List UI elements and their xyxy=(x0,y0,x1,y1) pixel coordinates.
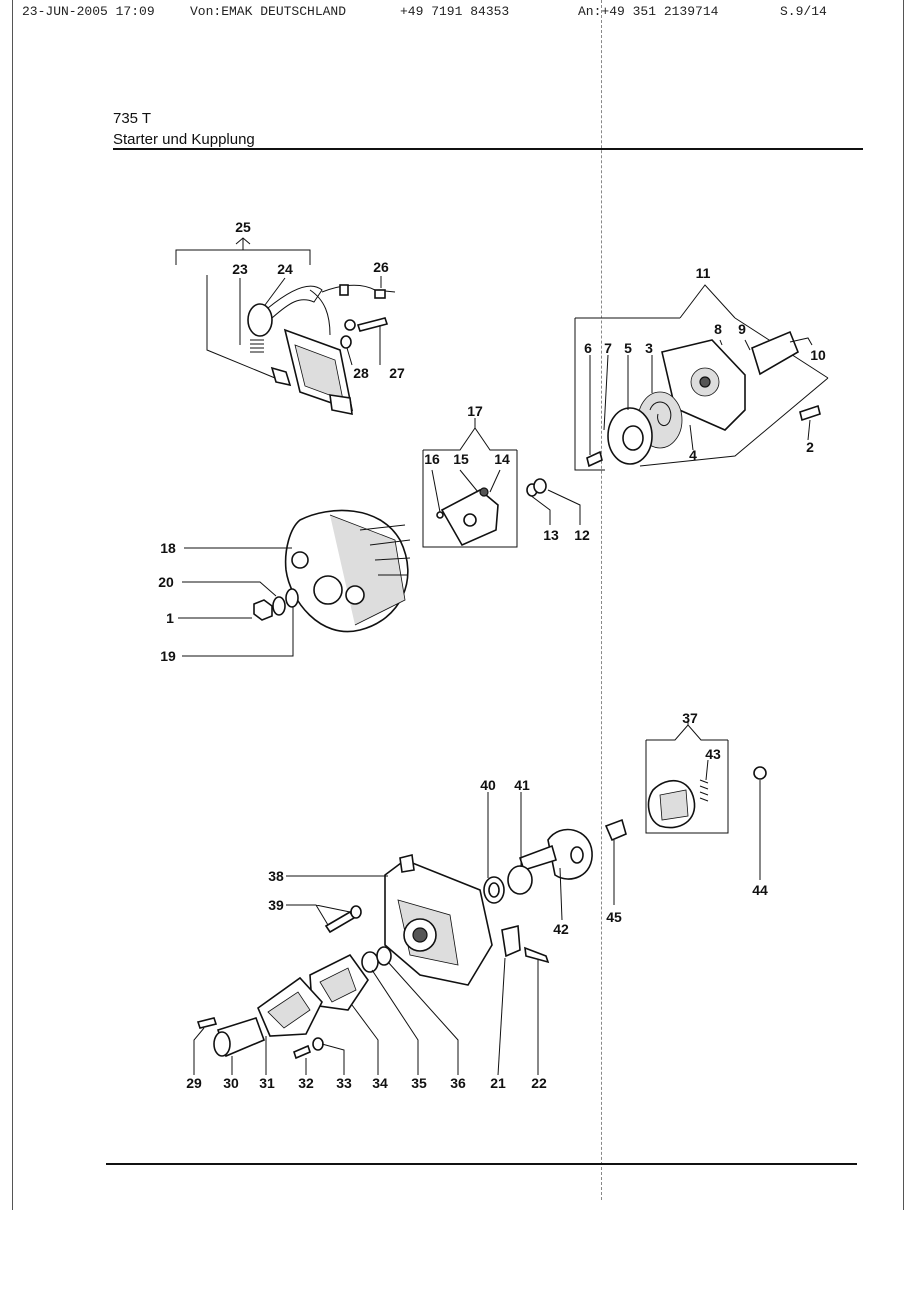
callout-1: 1 xyxy=(166,610,174,626)
fax-datetime: 23-JUN-2005 17:09 xyxy=(22,4,155,19)
callout-25: 25 xyxy=(235,219,251,235)
fax-sender: Von:EMAK DEUTSCHLAND xyxy=(190,4,347,19)
callout-26: 26 xyxy=(373,259,389,275)
callout-15: 15 xyxy=(453,451,469,467)
footer-rule xyxy=(106,1163,857,1165)
callout-42: 42 xyxy=(553,921,569,937)
fax-sender-phone: +49 7191 84353 xyxy=(400,4,510,19)
callout-30: 30 xyxy=(223,1075,239,1091)
callout-20: 20 xyxy=(158,574,174,590)
callout-3: 3 xyxy=(645,340,653,356)
fold-line xyxy=(601,0,602,1200)
fax-page-number: S.9/14 xyxy=(780,4,827,19)
clutch-drum-group xyxy=(483,792,593,921)
callout-18: 18 xyxy=(160,540,176,556)
callout-28: 28 xyxy=(353,365,369,381)
callout-40: 40 xyxy=(480,777,496,793)
callout-33: 33 xyxy=(336,1075,352,1091)
callout-23: 23 xyxy=(232,261,248,277)
callout-29: 29 xyxy=(186,1075,202,1091)
callout-8: 8 xyxy=(714,321,722,337)
callout-37: 37 xyxy=(682,710,698,726)
callout-5: 5 xyxy=(624,340,632,356)
callout-22: 22 xyxy=(531,1075,547,1091)
callout-9: 9 xyxy=(738,321,746,337)
callout-19: 19 xyxy=(160,648,176,664)
ignition-coil-group xyxy=(175,237,396,416)
gearbox-housing-group xyxy=(193,854,550,1076)
callout-41: 41 xyxy=(514,777,530,793)
callout-2: 2 xyxy=(806,439,814,455)
callout-14: 14 xyxy=(494,451,510,467)
callout-17: 17 xyxy=(467,403,483,419)
callout-31: 31 xyxy=(259,1075,275,1091)
callout-12: 12 xyxy=(574,527,590,543)
section-title: Starter und Kupplung xyxy=(113,131,255,148)
page-left-edge xyxy=(12,0,13,1210)
callout-32: 32 xyxy=(298,1075,314,1091)
flywheel-group xyxy=(178,509,411,657)
callout-38: 38 xyxy=(268,868,284,884)
model-number: 735 T xyxy=(113,110,152,127)
callout-35: 35 xyxy=(411,1075,427,1091)
callout-39: 39 xyxy=(268,897,284,913)
callout-45: 45 xyxy=(606,909,622,925)
title-rule xyxy=(113,148,863,150)
callout-21: 21 xyxy=(490,1075,506,1091)
callout-11: 11 xyxy=(696,265,711,281)
callout-24: 24 xyxy=(277,261,293,277)
fax-recipient: An:+49 351 2139714 xyxy=(578,4,719,19)
callout-27: 27 xyxy=(389,365,405,381)
callout-6: 6 xyxy=(584,340,592,356)
clutch-group xyxy=(604,718,767,905)
callout-34: 34 xyxy=(372,1075,388,1091)
mount-plate-group xyxy=(422,418,581,548)
page-right-edge xyxy=(903,0,904,1210)
callout-44: 44 xyxy=(752,882,768,898)
rewind-starter-group xyxy=(574,284,829,471)
callout-10: 10 xyxy=(810,347,826,363)
callout-43: 43 xyxy=(705,746,721,762)
callout-36: 36 xyxy=(450,1075,466,1091)
fax-header: 23-JUN-2005 17:09 Von:EMAK DEUTSCHLAND +… xyxy=(0,4,918,22)
callout-13: 13 xyxy=(543,527,559,543)
callout-16: 16 xyxy=(424,451,440,467)
callout-7: 7 xyxy=(604,340,612,356)
callout-4: 4 xyxy=(689,447,697,463)
